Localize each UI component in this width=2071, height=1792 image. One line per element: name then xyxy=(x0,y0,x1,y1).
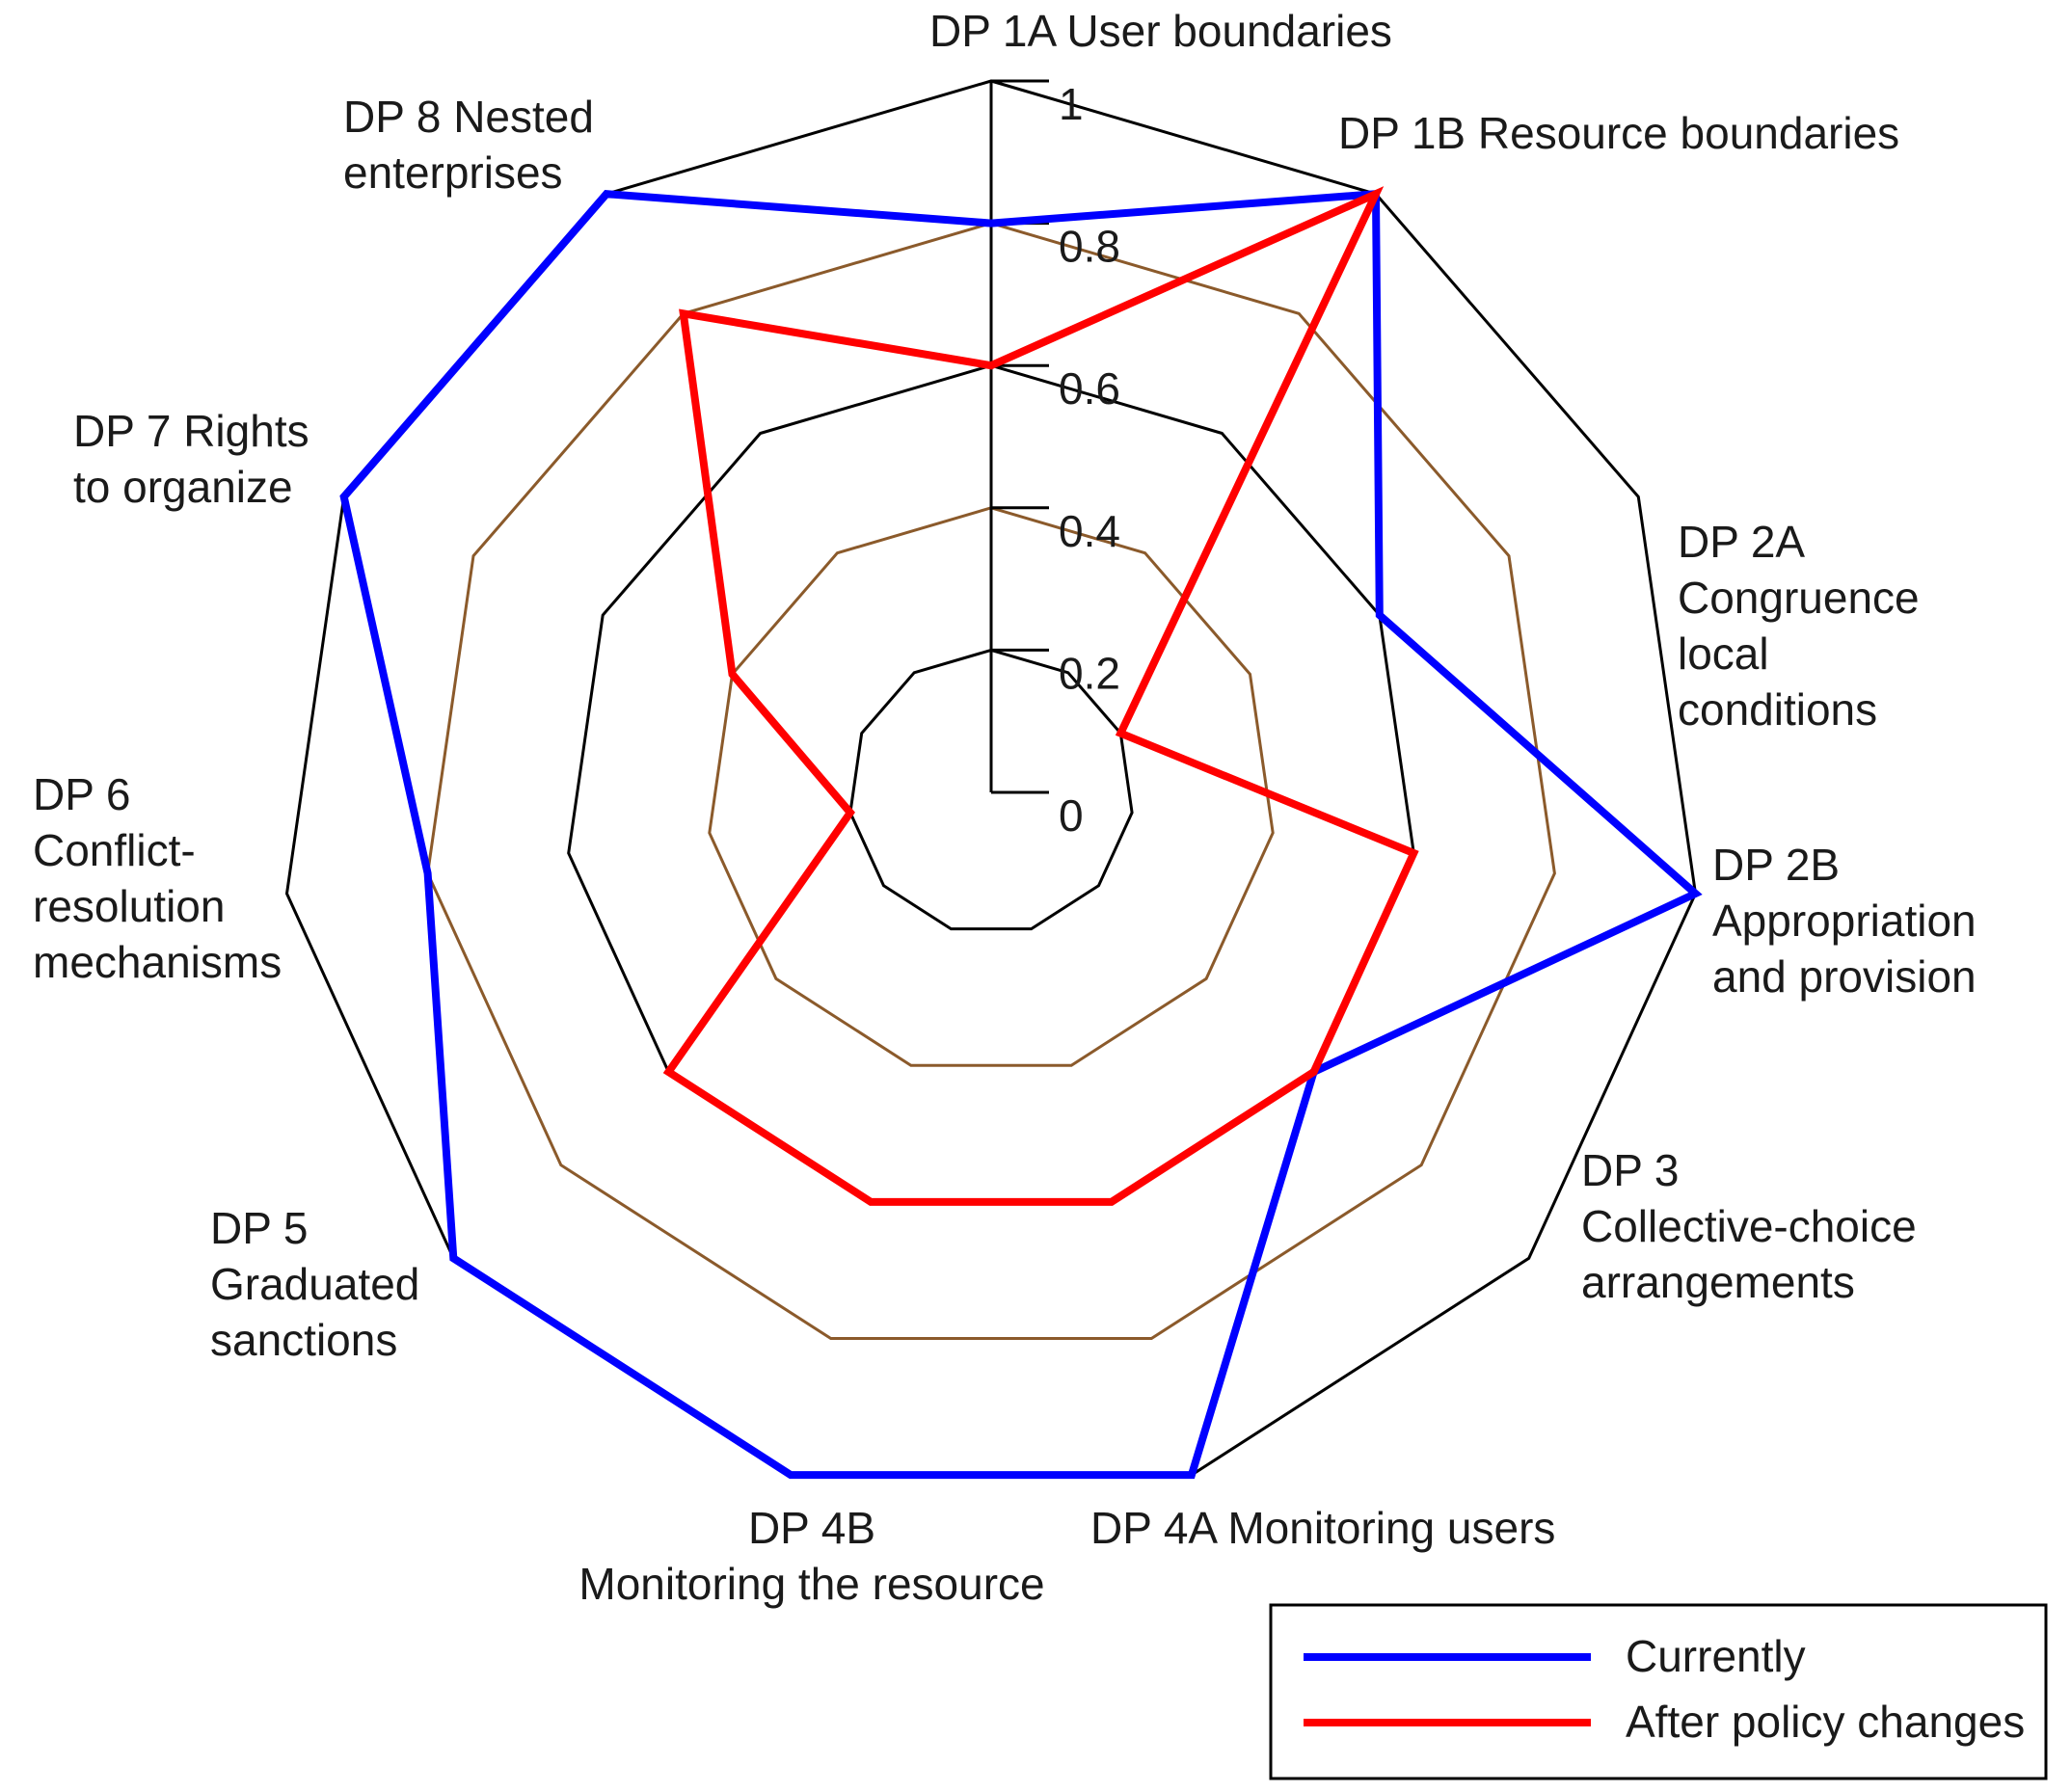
category-label-line: Monitoring the resource xyxy=(578,1559,1044,1609)
category-label-line: DP 6 xyxy=(33,769,130,819)
category-label-line: DP 5 xyxy=(210,1203,308,1253)
tick-labels: 0 0.2 0.4 0.6 0.8 1 xyxy=(1059,79,1120,841)
category-label: DP 1A User boundaries xyxy=(929,6,1392,56)
legend-box xyxy=(1269,1603,2048,1780)
category-label-line: DP 2A xyxy=(1678,517,1805,567)
category-label-line: to organize xyxy=(73,462,293,512)
category-label-line: Graduated xyxy=(210,1259,419,1309)
category-label-line: DP 3 xyxy=(1581,1145,1679,1195)
grid-ring xyxy=(848,648,1134,931)
category-label: DP 7 Rights to organize xyxy=(73,406,309,512)
tick-label: 0.8 xyxy=(1059,222,1120,272)
category-label: DP 3 Collective-choice arrangements xyxy=(1581,1145,1917,1307)
category-label-line: DP 1B Resource boundaries xyxy=(1338,108,1899,158)
grid-ring xyxy=(426,222,1556,1340)
category-label-line: Congruence xyxy=(1678,573,1920,623)
category-label-line: resolution xyxy=(33,881,225,931)
category-label-line: arrangements xyxy=(1581,1257,1855,1307)
category-label: DP 4B Monitoring the resource xyxy=(578,1503,1044,1609)
category-label: DP 5 Graduated sanctions xyxy=(210,1203,419,1365)
legend-label-after-policy-changes: After policy changes xyxy=(1626,1697,2025,1747)
category-label-line: sanctions xyxy=(210,1315,397,1365)
category-label: DP 6 Conflict-resolution mechanisms xyxy=(33,769,282,987)
series-currently xyxy=(339,189,1703,1480)
series-layer xyxy=(339,186,1703,1480)
category-label-line: Collective-choice xyxy=(1581,1201,1917,1251)
series-after-policy-changes xyxy=(662,186,1419,1206)
category-label-line: mechanisms xyxy=(33,937,282,987)
category-label-line: DP 4A Monitoring users xyxy=(1090,1503,1555,1553)
axis-spoke xyxy=(989,79,1049,794)
grid-ring xyxy=(708,506,1275,1067)
tick-label: 0 xyxy=(1059,790,1084,841)
category-label-line: enterprises xyxy=(343,147,563,198)
category-label-line: DP 2B xyxy=(1712,840,1840,890)
category-label-line: Conflict- xyxy=(33,825,196,875)
tick-label: 0.2 xyxy=(1059,648,1120,698)
category-label: DP 4A Monitoring users xyxy=(1090,1503,1555,1553)
legend-label-currently: Currently xyxy=(1626,1631,1806,1681)
legend: Currently After policy changes xyxy=(1269,1603,2048,1780)
category-label-line: and provision xyxy=(1712,951,1977,1002)
category-label-line: DP 1A User boundaries xyxy=(929,6,1392,56)
category-label-line: DP 7 Rights xyxy=(73,406,309,456)
category-label-line: DP 4B xyxy=(748,1503,875,1553)
category-label-line: Appropriation xyxy=(1712,896,1977,946)
category-label: DP 1B Resource boundaries xyxy=(1338,108,1899,158)
category-labels: DP 1A User boundaries DP 1B Resource boun… xyxy=(33,6,1977,1609)
category-label-line: conditions xyxy=(1678,684,1877,735)
tick-label: 0.6 xyxy=(1059,363,1120,414)
tick-label: 1 xyxy=(1059,79,1084,129)
category-label-line: DP 8 Nested xyxy=(343,92,594,142)
category-label-line: local xyxy=(1678,629,1769,679)
tick-label: 0.4 xyxy=(1059,506,1120,556)
